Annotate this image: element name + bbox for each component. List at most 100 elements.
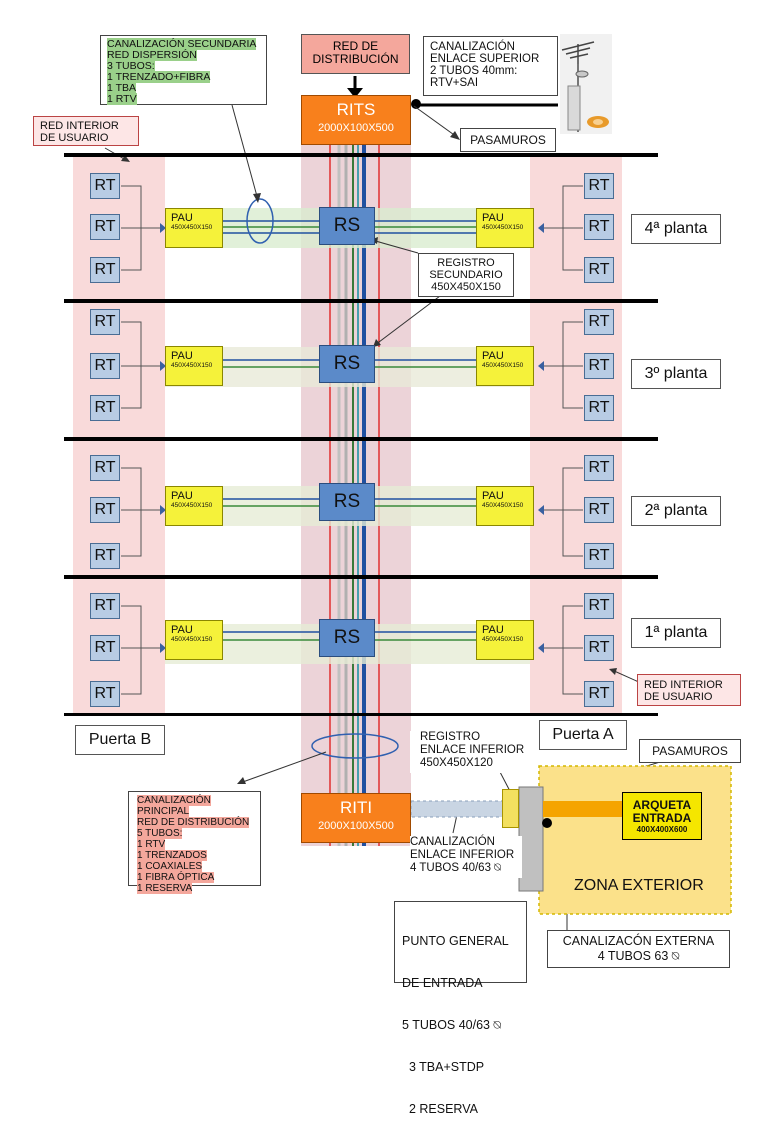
note-line: CANALIZACIÓN PRINCIPAL: [137, 795, 211, 817]
pasamuros-bottom-label: PASAMUROS: [639, 739, 741, 763]
pau-box: PAU 450X450X150: [165, 208, 223, 248]
note-line: 1 FIBRA ÓPTICA: [137, 872, 215, 883]
note-line: RTV+SAI: [430, 77, 479, 89]
note-line: ENLACE SUPERIOR: [430, 53, 540, 65]
pau-label: PAU: [482, 212, 504, 224]
pau-size: 450X450X150: [171, 636, 213, 643]
floor-separator: [64, 299, 658, 303]
floor-label: 1ª planta: [631, 618, 721, 648]
note-line: PUNTO GENERAL: [402, 934, 509, 948]
note-line: RED INTERIOR: [644, 679, 723, 691]
pau-label: PAU: [171, 490, 193, 502]
rt-box: RT: [90, 395, 120, 421]
riti-size: 2000X100X500: [318, 820, 394, 832]
note-line: 5 TUBOS 40/63 ⍉: [402, 1018, 501, 1032]
floor-label: 2ª planta: [631, 496, 721, 526]
floor-separator: [64, 153, 658, 157]
note-line: 2 RESERVA: [402, 1102, 478, 1116]
pau-label: PAU: [482, 490, 504, 502]
left-user-band: [73, 155, 165, 715]
pau-box: PAU 450X450X150: [476, 486, 534, 526]
rt-box: RT: [90, 635, 120, 661]
rt-box: RT: [584, 635, 614, 661]
rt-box: RT: [584, 395, 614, 421]
rt-box: RT: [90, 214, 120, 240]
pau-box: PAU 450X450X150: [476, 208, 534, 248]
rt-box: RT: [90, 455, 120, 481]
pau-label: PAU: [171, 624, 193, 636]
floor-label: 4ª planta: [631, 214, 721, 244]
rt-box: RT: [90, 257, 120, 283]
canalizacion-principal-note: CANALIZACIÓN PRINCIPAL RED DE DISTRIBUCI…: [128, 791, 261, 894]
antenna-icon: [560, 34, 612, 134]
note-line: RED INTERIOR: [40, 120, 119, 132]
rt-box: RT: [90, 353, 120, 379]
floor-label: 3º planta: [631, 359, 721, 389]
punto-general-entrada-note: PUNTO GENERAL DE ENTRADA 5 TUBOS 40/63 ⍉…: [394, 901, 527, 1116]
pasamuros-top-label: PASAMUROS: [460, 128, 556, 152]
rs-box: RS: [319, 345, 375, 383]
arqueta-title: ARQUETA ENTRADA: [632, 798, 692, 825]
red-interior-right-note: RED INTERIOR DE USUARIO: [637, 674, 741, 706]
note-line: 1 RTV: [107, 93, 137, 105]
note-line: 450X450X150: [431, 281, 501, 293]
note-line: 1 TBA: [107, 82, 136, 94]
pau-size: 450X450X150: [171, 224, 213, 231]
note-line: CANALIZACIÓN: [410, 836, 495, 848]
riti-title: RITI: [339, 798, 373, 817]
pau-size: 450X450X150: [482, 502, 524, 509]
zona-exterior-area: [538, 765, 732, 915]
rt-box: RT: [584, 173, 614, 199]
rt-box: RT: [90, 173, 120, 199]
rt-box: RT: [584, 543, 614, 569]
registro-enlace-inferior-note: REGISTRO ENLACE INFERIOR 450X450X120: [410, 731, 536, 773]
note-line: SECUNDARIO: [429, 269, 503, 281]
rt-box: RT: [90, 593, 120, 619]
rt-box: RT: [90, 309, 120, 335]
note-line: 1 TRENZADO+FIBRA: [107, 71, 211, 83]
note-line: ENLACE INFERIOR: [410, 849, 515, 861]
arqueta-entrada-box: ARQUETA ENTRADA 400X400X600: [622, 792, 702, 840]
note-line: 450X450X120: [420, 757, 493, 769]
note-line: 1 COAXIALES: [137, 861, 203, 872]
note-line: CANALIZACÓN EXTERNA: [562, 934, 715, 948]
canalizacion-enlace-superior-note: CANALIZACIÓN ENLACE SUPERIOR 2 TUBOS 40m…: [423, 36, 558, 96]
rt-box: RT: [90, 497, 120, 523]
floor-separator: [64, 437, 658, 441]
note-line: 4 TUBOS 40/63 ⍉: [410, 862, 502, 874]
pau-label: PAU: [171, 350, 193, 362]
pau-box: PAU 450X450X150: [165, 346, 223, 386]
canalizacion-externa-note: CANALIZACÓN EXTERNA 4 TUBOS 63 ⍉: [547, 930, 730, 968]
note-line: 1 RTV: [137, 839, 166, 850]
zona-exterior-label: ZONA EXTERIOR: [574, 877, 704, 894]
pau-size: 450X450X150: [482, 224, 524, 231]
pau-box: PAU 450X450X150: [476, 620, 534, 660]
rt-box: RT: [584, 593, 614, 619]
pau-box: PAU 450X450X150: [165, 620, 223, 660]
pau-label: PAU: [482, 350, 504, 362]
note-line: DE ENTRADA: [402, 976, 483, 990]
rt-box: RT: [584, 257, 614, 283]
pau-size: 450X450X150: [171, 502, 213, 509]
note-line: 3 TUBOS:: [107, 60, 155, 72]
note-line: 2 TUBOS 40mm:: [430, 65, 518, 77]
rt-box: RT: [584, 353, 614, 379]
pau-box: PAU 450X450X150: [165, 486, 223, 526]
puerta-b-label: Puerta B: [75, 725, 165, 755]
red-distribucion-box: RED DE DISTRIBUCIÓN: [301, 34, 410, 74]
note-line: ENLACE INFERIOR: [420, 744, 525, 756]
arqueta-size: 400X400X600: [636, 825, 688, 834]
note-line: 3 TBA+STDP: [402, 1060, 485, 1074]
floor-separator: [64, 575, 658, 579]
pau-size: 450X450X150: [171, 362, 213, 369]
right-user-band: [530, 155, 622, 715]
pau-label: PAU: [482, 624, 504, 636]
note-line: REGISTRO: [437, 257, 495, 269]
rs-box: RS: [319, 207, 375, 245]
canalizacion-secundaria-note: CANALIZACIÓN SECUNDARIA RED DISPERSIÓN 3…: [100, 35, 267, 105]
pau-label: PAU: [171, 212, 193, 224]
rt-box: RT: [90, 681, 120, 707]
note-line: DE USUARIO: [644, 691, 713, 703]
rits-box: RITS 2000X100X500: [301, 95, 411, 145]
rt-box: RT: [584, 214, 614, 240]
